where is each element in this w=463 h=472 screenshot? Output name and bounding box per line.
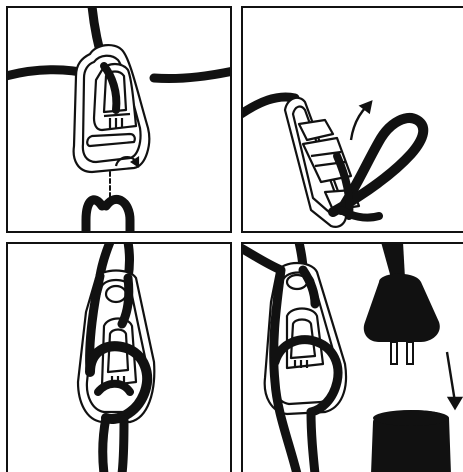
panel-3-illustration bbox=[6, 242, 232, 472]
panel-4-illustration bbox=[241, 242, 463, 472]
panel-step-4 bbox=[241, 242, 463, 472]
socket-icon bbox=[371, 410, 451, 472]
clip-icon bbox=[74, 45, 150, 172]
arrow-down-icon bbox=[447, 352, 461, 408]
panel-step-1 bbox=[6, 6, 232, 233]
panel-2-illustration bbox=[241, 6, 463, 233]
panel-step-2 bbox=[241, 6, 463, 233]
plug-icon bbox=[364, 242, 440, 364]
panel-1-illustration bbox=[6, 6, 232, 233]
panel-step-3 bbox=[6, 242, 232, 472]
arrow-icon bbox=[351, 102, 371, 140]
